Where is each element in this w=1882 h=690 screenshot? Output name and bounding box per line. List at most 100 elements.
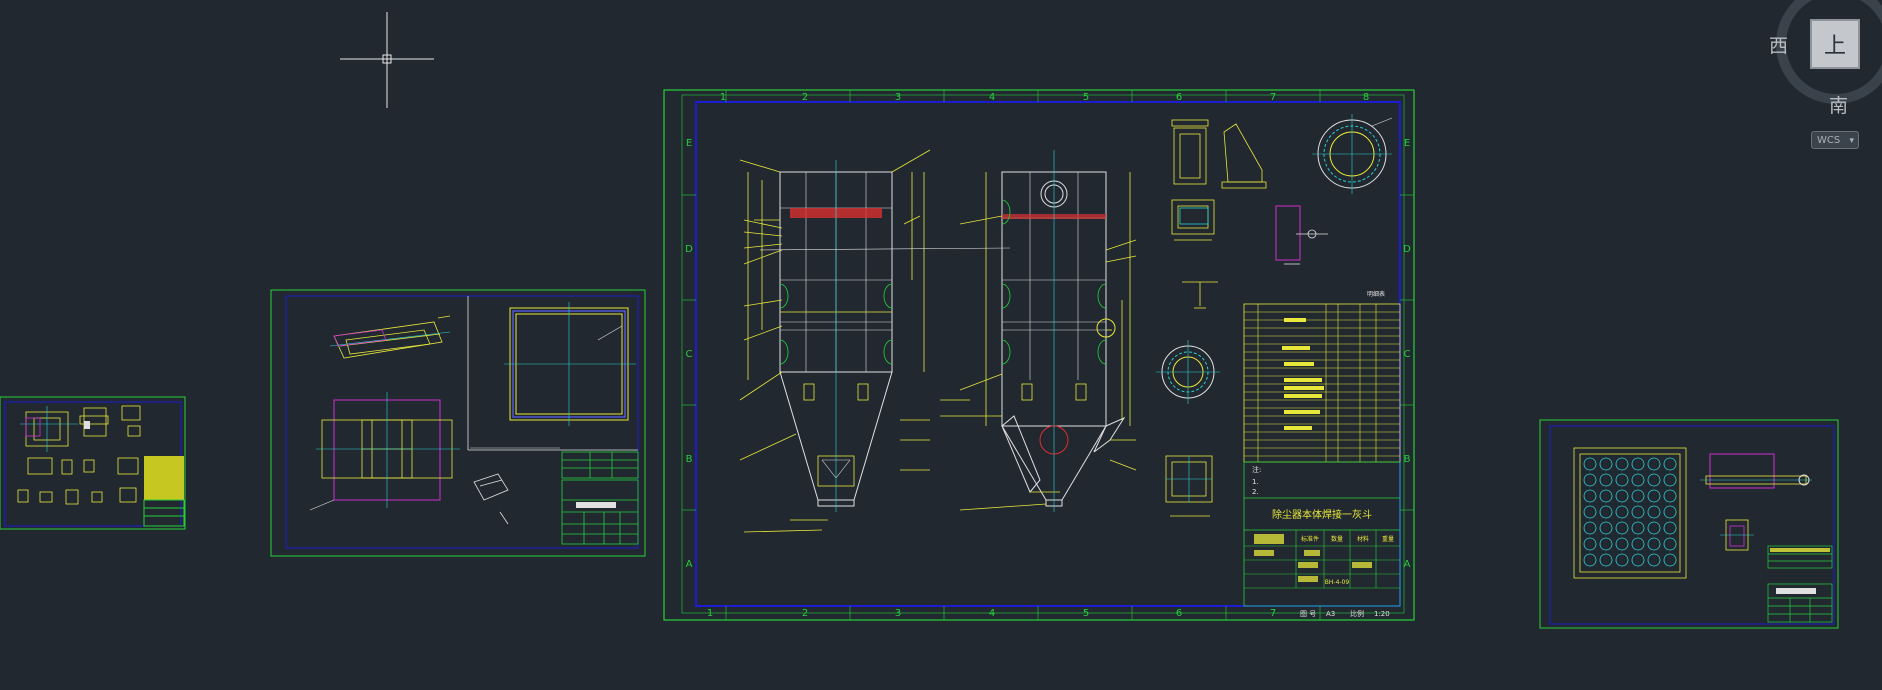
tube-hole [1599, 537, 1613, 551]
tube-hole [1583, 505, 1597, 519]
drawing-title: 除尘器本体焊接一灰斗 [1272, 508, 1372, 521]
grid-col-label: 7 [1270, 608, 1276, 619]
tube-hole [1631, 537, 1645, 551]
table-header-cell: 重量 [1382, 535, 1394, 543]
tube-hole [1631, 457, 1645, 471]
compass-west-label[interactable]: 西 [1769, 35, 1789, 57]
grid-col-label: 6 [1176, 608, 1182, 619]
tube-hole [1615, 457, 1629, 471]
tube-hole [1615, 553, 1629, 567]
tube-hole [1599, 521, 1613, 535]
viewcube-top-face[interactable]: 上 [1810, 19, 1860, 69]
grid-row-labels: E D C B A E D C B A [685, 138, 1411, 570]
tube-hole [1647, 489, 1661, 503]
scale-label: 比例 [1350, 609, 1364, 618]
tube-hole [1663, 457, 1677, 471]
tube-hole [1631, 505, 1645, 519]
grid-col-label: 3 [895, 92, 901, 103]
tube-hole [1583, 473, 1597, 487]
grid-col-label: 5 [1083, 608, 1089, 619]
sheet-thumbnail-left[interactable] [0, 396, 186, 530]
viewcube-widget[interactable]: 上 西 南 WCS [1769, 0, 1882, 150]
tube-hole [1615, 473, 1629, 487]
grid-col-label: 8 [1363, 92, 1369, 103]
grid-row-label: B [1404, 454, 1411, 465]
tube-hole [1631, 489, 1645, 503]
tube-hole [1647, 457, 1661, 471]
tube-hole [1599, 473, 1613, 487]
grid-column-labels-top: 1 2 3 4 5 6 7 8 [720, 92, 1369, 103]
grid-col-label: 5 [1083, 92, 1089, 103]
tube-hole [1599, 457, 1613, 471]
sheet-size-value: A3 [1326, 610, 1335, 618]
note-heading: 注: [1252, 465, 1261, 474]
table-header-cell: 标准件 [1301, 535, 1319, 543]
title-block[interactable]: 注: 1. 2. 除尘器本体焊接一灰斗 标准件 数量 材料 重量 BH-4-09 [1243, 461, 1401, 607]
grid-row-label: D [685, 244, 693, 255]
tube-hole [1583, 489, 1597, 503]
sheet-main-hopper[interactable]: 1 2 3 4 5 6 7 8 1 2 3 4 5 6 7 E D C B A … [663, 89, 1415, 621]
sheet-footer: 图 号 A3 比例 1:20 [1300, 609, 1390, 618]
sheet-tube-plate[interactable] [1539, 419, 1839, 629]
tube-hole [1647, 473, 1661, 487]
grid-row-label: C [686, 349, 693, 360]
grid-row-label: A [1404, 559, 1411, 570]
scale-value: 1:20 [1374, 610, 1390, 618]
grid-col-label: 4 [989, 608, 995, 619]
hopper-front-view[interactable] [739, 149, 1011, 533]
grid-row-label: C [1404, 349, 1411, 360]
tube-hole [1583, 457, 1597, 471]
tube-hole [1599, 553, 1613, 567]
grid-col-label: 1 [720, 92, 726, 103]
tube-hole [1663, 521, 1677, 535]
flange-mid-circle [1156, 340, 1220, 404]
tube-hole [1615, 505, 1629, 519]
tube-hole [1647, 521, 1661, 535]
compass-ring[interactable] [1776, 0, 1882, 104]
hopper-side-view[interactable] [940, 150, 1137, 512]
table-header-cell: 材料 [1357, 535, 1369, 543]
table-header-cell: 数量 [1331, 535, 1343, 543]
ucs-dropdown[interactable]: WCS [1811, 131, 1859, 150]
tube-hole [1647, 553, 1661, 567]
grid-row-label: A [686, 559, 693, 570]
grid-row-label: E [686, 138, 692, 149]
grid-row-label: B [686, 454, 693, 465]
tube-hole [1631, 473, 1645, 487]
drawing-number: BH-4-09 [1325, 579, 1350, 586]
tube-hole [1615, 521, 1629, 535]
tube-hole [1663, 553, 1677, 567]
tube-hole [1631, 521, 1645, 535]
tube-hole-grid [1583, 457, 1677, 567]
sheet-base-frame[interactable] [270, 289, 646, 557]
tube-hole [1663, 505, 1677, 519]
tube-hole [1615, 537, 1629, 551]
crosshair-cursor [340, 12, 434, 108]
tube-hole [1599, 505, 1613, 519]
tube-hole [1663, 473, 1677, 487]
detail-views[interactable] [1156, 114, 1393, 517]
grid-col-label: 7 [1270, 92, 1276, 103]
grid-row-label: E [1404, 138, 1410, 149]
sheet-size-label: 图 号 [1300, 610, 1316, 618]
grid-row-label: D [1403, 244, 1411, 255]
tube-hole [1663, 489, 1677, 503]
grid-col-label: 1 [707, 608, 713, 619]
flange-top-circle [1312, 114, 1393, 194]
grid-col-label: 3 [895, 608, 901, 619]
grid-col-label: 6 [1176, 92, 1182, 103]
tube-hole [1615, 489, 1629, 503]
parts-list-table[interactable]: 明细表 [1243, 290, 1401, 463]
tube-hole [1631, 553, 1645, 567]
note-line: 2. [1252, 488, 1259, 496]
grid-col-label: 2 [802, 608, 808, 619]
parts-list-heading: 明细表 [1367, 290, 1385, 298]
tube-hole [1583, 553, 1597, 567]
tube-hole [1647, 505, 1661, 519]
tube-hole [1599, 489, 1613, 503]
tube-hole [1583, 537, 1597, 551]
note-line: 1. [1252, 478, 1259, 486]
compass-south-label[interactable]: 南 [1829, 95, 1849, 117]
grid-col-label: 2 [802, 92, 808, 103]
